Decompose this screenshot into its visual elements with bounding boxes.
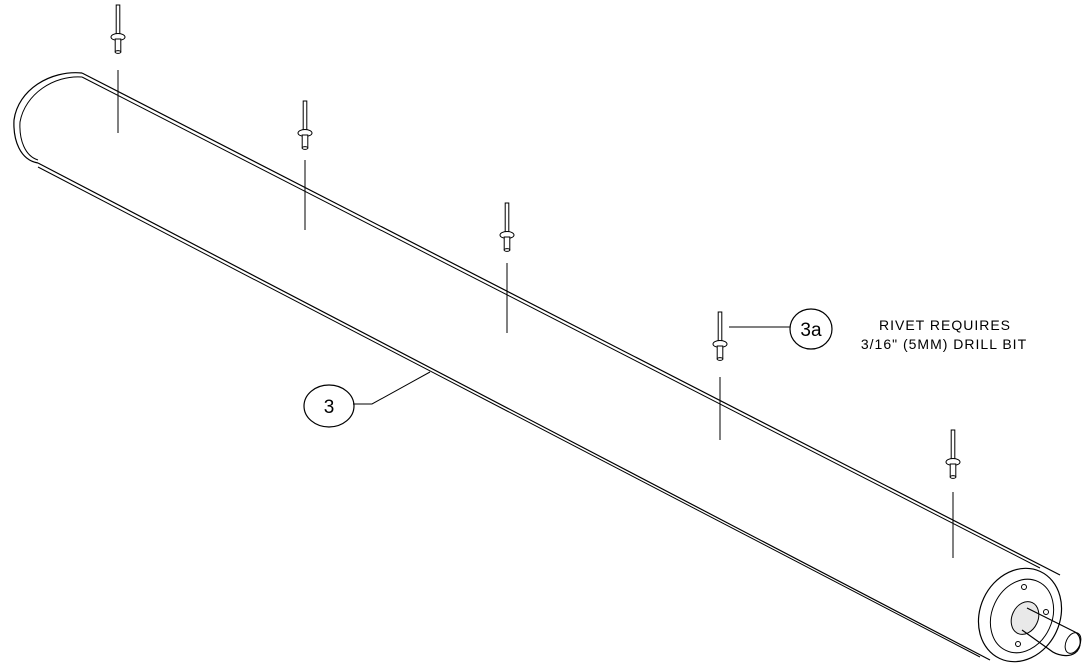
- end-cap-outer: [977, 567, 1063, 663]
- callout-3a-label: 3a: [800, 320, 822, 341]
- tube-bottom-edge-inner: [37, 166, 981, 658]
- rivet-body: [301, 134, 309, 149]
- tube-top-edge: [81, 72, 1061, 576]
- rivet-tip: [716, 357, 724, 361]
- axle-shaft: [1021, 607, 1081, 657]
- rivet-tip: [503, 248, 511, 252]
- tube-left-end-inner: [19, 76, 83, 161]
- callout-3: 3: [303, 371, 431, 428]
- cap-screw: [1043, 609, 1049, 615]
- cap-screw: [1021, 584, 1027, 590]
- roller-tube: [13, 72, 1061, 661]
- rivet-body: [114, 38, 122, 53]
- rivets: [110, 4, 961, 558]
- tube-bottom-edge: [37, 162, 991, 661]
- rivet-body: [716, 345, 724, 360]
- rivet: [945, 429, 961, 558]
- note-line-2: 3/16" (5MM) DRILL BIT: [861, 336, 1027, 352]
- rivet-mandrel: [504, 202, 510, 234]
- rivet-tip: [949, 475, 957, 479]
- shaft-end: [1064, 632, 1082, 654]
- rivet: [110, 4, 126, 133]
- callout-3-leader: [353, 371, 431, 405]
- rivet-tip: [301, 146, 309, 150]
- roller-end-cap: [977, 567, 1082, 663]
- rivet-mandrel: [950, 429, 956, 461]
- callout-3-balloon: [303, 384, 355, 428]
- note-line-1: RIVET REQUIRES: [879, 317, 1011, 333]
- tube-left-end: [13, 72, 83, 164]
- rivet-note: RIVET REQUIRES 3/16" (5MM) DRILL BIT: [861, 317, 1027, 352]
- rivet-mandrel: [302, 100, 308, 132]
- rivet-mandrel: [115, 4, 121, 36]
- rivet-body: [503, 236, 511, 251]
- rivet-tip: [114, 50, 122, 54]
- rivet-mandrel: [717, 311, 723, 343]
- tube-top-edge-inner: [81, 76, 1041, 569]
- rivet: [499, 202, 515, 333]
- callout-3a: 3a: [729, 308, 833, 350]
- cap-screw: [1015, 641, 1021, 647]
- rivet: [297, 100, 313, 230]
- rivet: [712, 311, 728, 440]
- rivet-body: [949, 463, 957, 478]
- callout-3a-balloon: [789, 308, 833, 350]
- end-cap-ring: [989, 578, 1055, 654]
- callout-3-label: 3: [324, 397, 335, 418]
